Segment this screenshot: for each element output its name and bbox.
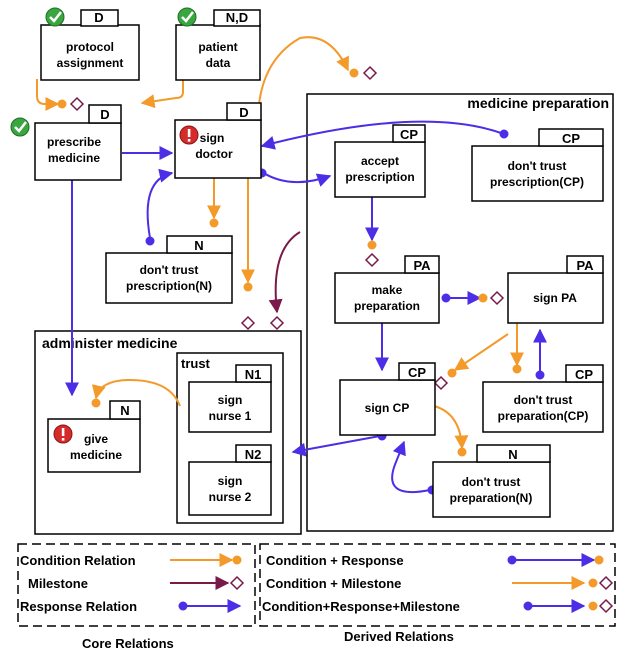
container-title: trust	[181, 356, 211, 371]
event-label: doctor	[195, 147, 233, 161]
event-dont-trust-prescription-cp[interactable]: CP don't trust prescription(CP)	[471, 128, 604, 202]
legend: Condition Relation Milestone Response Re…	[17, 543, 616, 651]
container-title: administer medicine	[42, 335, 178, 351]
event-label: sign	[218, 393, 243, 407]
legend-core-caption: Core Relations	[82, 636, 174, 651]
legend-condition-label: Condition Relation	[20, 553, 136, 568]
event-dont-trust-prescription-n[interactable]: N don't trust prescription(N)	[105, 235, 233, 304]
container-title: medicine preparation	[467, 95, 609, 111]
response-edges	[65, 120, 547, 494]
role-label: CP	[408, 365, 426, 380]
event-label: sign CP	[365, 401, 410, 415]
legend-cond-resp-label: Condition + Response	[266, 553, 404, 568]
event-label: sign	[200, 131, 225, 145]
role-label: PA	[413, 258, 431, 273]
event-label: prescription(N)	[126, 279, 212, 293]
event-patient-data[interactable]: N,D patient data	[175, 9, 261, 81]
role-label: N	[194, 238, 203, 253]
role-label: CP	[575, 367, 593, 382]
event-label: prescribe	[47, 135, 101, 149]
role-label: CP	[400, 127, 418, 142]
legend-milestone-label: Milestone	[28, 576, 88, 591]
event-label: prescription	[345, 170, 414, 184]
event-label: preparation(N)	[450, 491, 533, 505]
role-label: N	[508, 447, 517, 462]
event-label: protocol	[66, 40, 114, 54]
event-dont-trust-preparation-cp[interactable]: CP don't trust preparation(CP)	[482, 364, 604, 433]
event-label: patient	[198, 40, 237, 54]
event-accept-prescription[interactable]: CP accept prescription	[334, 124, 426, 198]
event-label: prescription(CP)	[490, 175, 584, 189]
event-label: nurse 1	[209, 409, 252, 423]
event-label: preparation(CP)	[498, 409, 589, 423]
event-make-preparation[interactable]: PA make preparation	[334, 255, 440, 324]
event-label: assignment	[57, 56, 124, 70]
event-label: nurse 2	[209, 490, 252, 504]
legend-derived-caption: Derived Relations	[344, 629, 454, 644]
event-sign-cp[interactable]: CP sign CP	[339, 362, 436, 436]
event-dont-trust-preparation-n[interactable]: N don't trust preparation(N)	[432, 444, 551, 518]
event-label: make	[372, 283, 403, 297]
event-label: sign PA	[533, 291, 577, 305]
role-label: CP	[562, 131, 580, 146]
event-label: preparation	[354, 299, 420, 313]
role-label: PA	[576, 258, 594, 273]
event-sign-pa[interactable]: PA sign PA	[507, 255, 604, 324]
event-sign-nurse-1[interactable]: N1 sign nurse 1	[188, 364, 272, 433]
event-sign-nurse-2[interactable]: N2 sign nurse 2	[188, 444, 272, 516]
event-label: don't trust	[462, 475, 521, 489]
event-label: sign	[218, 474, 243, 488]
legend-response-label: Response Relation	[20, 599, 137, 614]
event-label: don't trust	[140, 263, 199, 277]
event-label: accept	[361, 154, 399, 168]
legend-cond-resp-mile-label: Condition+Response+Milestone	[262, 599, 460, 614]
event-label: give	[84, 432, 108, 446]
event-label: don't trust	[508, 159, 567, 173]
legend-cond-mile-label: Condition + Milestone	[266, 576, 401, 591]
role-label: D	[100, 107, 109, 122]
executed-check-icon	[45, 7, 65, 27]
role-label: N,D	[226, 10, 248, 25]
pending-alert-icon	[53, 424, 73, 444]
role-label: N	[120, 403, 129, 418]
pending-alert-icon	[179, 125, 199, 145]
milestone-edge	[268, 231, 301, 314]
executed-check-icon	[10, 117, 30, 137]
role-label: N1	[245, 367, 262, 382]
role-label: D	[94, 10, 103, 25]
event-label: don't trust	[514, 393, 573, 407]
role-label: D	[239, 105, 248, 120]
event-label: medicine	[48, 151, 100, 165]
event-prescribe-medicine[interactable]: D prescribe medicine	[34, 104, 122, 181]
event-label: data	[206, 56, 231, 70]
executed-check-icon	[177, 7, 197, 27]
event-protocol-assignment[interactable]: D protocol assignment	[40, 9, 140, 81]
event-label: medicine	[70, 448, 122, 462]
role-label: N2	[245, 447, 262, 462]
